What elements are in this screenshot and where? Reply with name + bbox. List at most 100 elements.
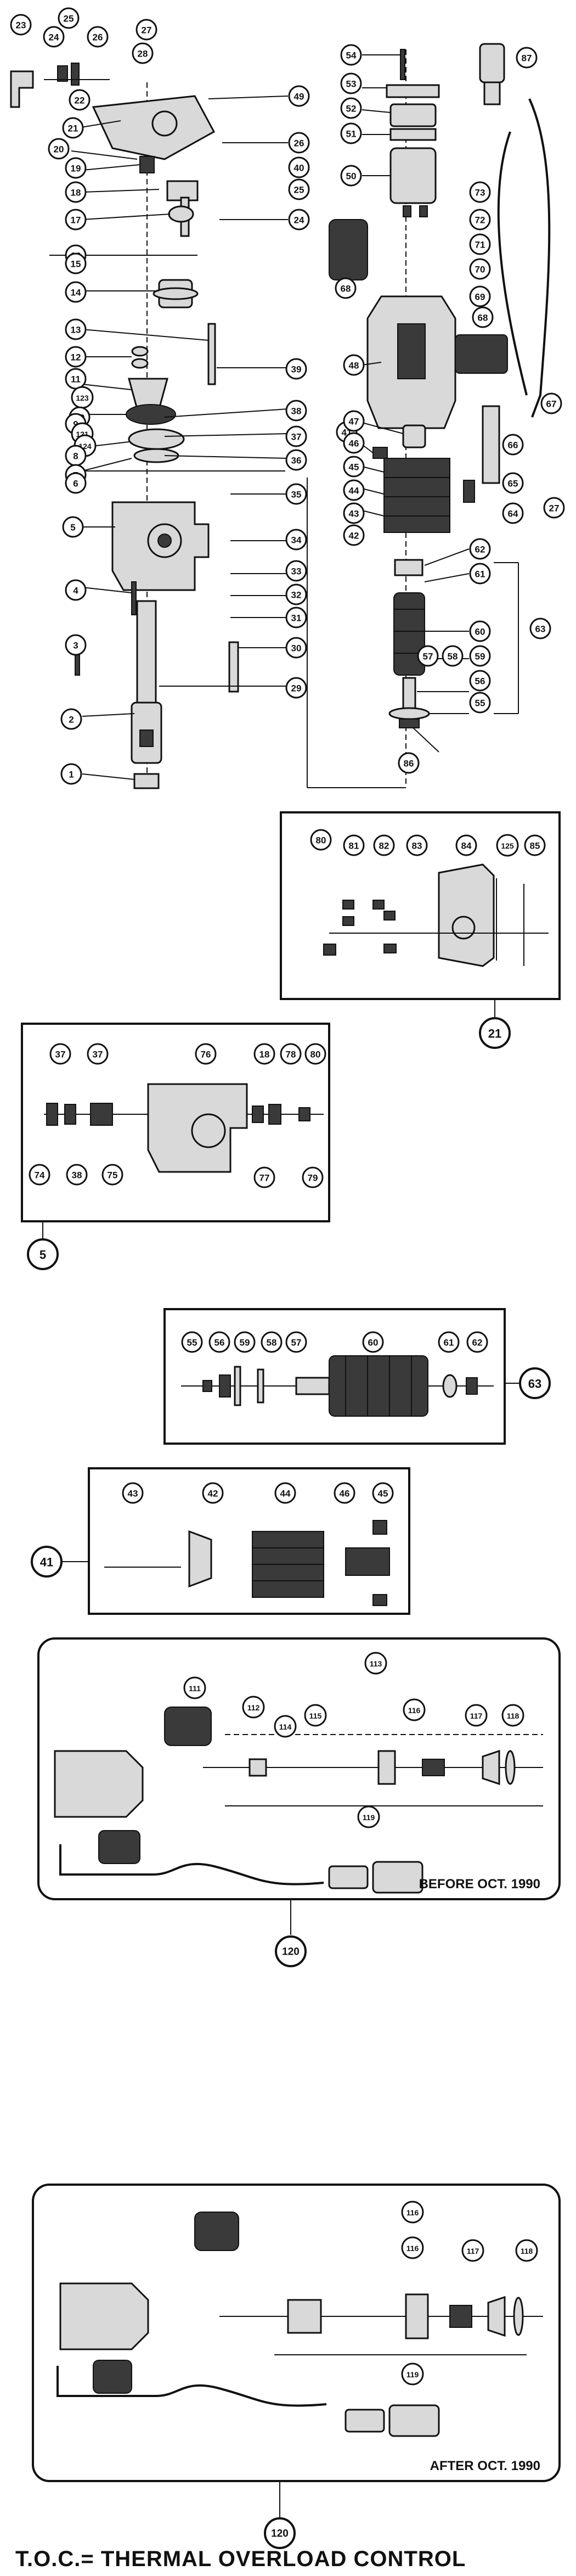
main-assembly-callout-13: 13 [65, 318, 87, 340]
detail-120-before-callout-118: 118 [501, 1704, 524, 1727]
main-assembly-callout-label: 14 [71, 288, 81, 298]
main-assembly-callout-label: 17 [71, 215, 81, 226]
detail-63-callout-55: 55 [181, 1331, 203, 1353]
detail-120-after-callout-117: 117 [461, 2239, 484, 2262]
detail-120-before-callout-label: 115 [309, 1711, 322, 1720]
main-assembly-callout-label: 43 [349, 509, 359, 519]
main-assembly-callout-20: 20 [48, 138, 70, 160]
detail-63-callout-label: 58 [267, 1338, 277, 1348]
main-assembly-callout-label: 68 [478, 313, 488, 323]
main-assembly-callout-label: 67 [546, 399, 557, 409]
main-assembly-callout-label: 18 [71, 188, 81, 198]
main-assembly-callout-38: 38 [285, 400, 307, 422]
main-assembly-callout-label: 71 [475, 240, 485, 250]
main-assembly-callout-1: 1 [60, 763, 82, 785]
detail-21-callout-84: 84 [455, 834, 477, 856]
detail-21-callout-83: 83 [406, 834, 428, 856]
main-assembly-callout-label: 23 [16, 20, 26, 31]
leader-lines [71, 54, 470, 788]
main-assembly-callout-40: 40 [288, 156, 310, 178]
detail-21-callout-82: 82 [373, 834, 395, 856]
detail-5-callout-label: 78 [286, 1050, 296, 1060]
detail-5-callout-74: 74 [29, 1164, 50, 1186]
detail-41-callout-label: 45 [378, 1489, 388, 1499]
detail-41-callout-label: 42 [208, 1489, 218, 1499]
main-assembly-callout-label: 42 [349, 531, 359, 541]
detail-120-before-callout-114: 114 [274, 1715, 297, 1738]
main-assembly-callout-label: 55 [475, 698, 485, 709]
detail-120-after-callout-116: 116 [401, 2236, 424, 2259]
main-assembly-callout-label: 4 [73, 586, 78, 596]
reference-callout-label: 21 [488, 1027, 501, 1041]
detail-5-callout-label: 80 [310, 1050, 321, 1060]
detail-21-callout-125: 125 [496, 834, 519, 857]
detail-63-callout-58: 58 [261, 1331, 283, 1353]
main-assembly-callout-55: 55 [469, 692, 491, 714]
detail-120-before-callout-label: 117 [470, 1711, 483, 1720]
main-assembly-callout-label: 27 [142, 25, 152, 36]
main-assembly-callout-61: 61 [469, 563, 491, 585]
detail-41-callout-46: 46 [334, 1482, 355, 1504]
detail-120-before-callout-label: 113 [370, 1659, 382, 1668]
main-assembly-callout-33: 33 [285, 560, 307, 582]
main-assembly-callout-65: 65 [502, 472, 524, 494]
detail-5-callout-18: 18 [253, 1043, 275, 1065]
main-assembly-callout-58: 58 [442, 645, 464, 667]
main-assembly-callout-label: 62 [475, 545, 485, 555]
main-assembly-callout-label: 33 [291, 566, 302, 577]
main-assembly-callout-6: 6 [65, 472, 87, 494]
detail-63-callout-label: 57 [291, 1338, 302, 1348]
main-assembly-callout-44: 44 [343, 479, 365, 501]
detail-5-callout-label: 37 [55, 1050, 66, 1060]
main-assembly-callout-24: 24 [43, 26, 65, 48]
detail-41-callout-44: 44 [274, 1482, 296, 1504]
main-assembly-callout-label: 60 [475, 627, 485, 637]
main-assembly-callout-30: 30 [285, 637, 307, 659]
reference-callout-label: 63 [528, 1377, 541, 1391]
main-assembly-callout-label: 86 [404, 759, 414, 769]
main-assembly-callout-label: 47 [349, 417, 359, 427]
main-assembly-callout-label: 15 [71, 259, 81, 270]
main-assembly-callout-4: 4 [65, 579, 87, 601]
detail-63-callout-60: 60 [362, 1331, 384, 1353]
detail-5-callout-label: 77 [259, 1173, 270, 1183]
detail-120-before-callout-115: 115 [304, 1704, 327, 1727]
main-assembly-callout-54: 54 [340, 44, 362, 66]
main-assembly-callout-label: 59 [475, 652, 485, 662]
main-assembly-callout-26: 26 [288, 132, 310, 154]
main-assembly-callout-label: 48 [349, 361, 359, 371]
detail-5-callout-label: 75 [108, 1170, 118, 1181]
detail-63-callout-56: 56 [208, 1331, 230, 1353]
detail-5-callout-label: 76 [201, 1050, 211, 1060]
main-assembly-callout-label: 50 [346, 171, 357, 182]
main-assembly-callout-123: 123 [71, 386, 94, 409]
detail-5-callout-75: 75 [101, 1164, 123, 1186]
detail-21-callout-label: 81 [349, 841, 359, 851]
reference-callout-21: 21 [479, 1017, 511, 1049]
reference-callout-label: 5 [39, 1248, 46, 1262]
detail-120-before-drawing [37, 1637, 561, 1935]
main-assembly-callout-label: 31 [291, 613, 302, 624]
detail-63-callout-label: 61 [444, 1338, 454, 1348]
main-assembly-callout-31: 31 [285, 607, 307, 628]
main-assembly-callout-68: 68 [472, 306, 494, 328]
main-assembly-callout-42: 42 [343, 524, 365, 546]
caption-after: AFTER OCT. 1990 [430, 2459, 540, 2473]
main-assembly-callout-label: 36 [291, 456, 302, 466]
main-assembly-callout-label: 54 [346, 50, 357, 61]
main-assembly-callout-24: 24 [288, 209, 310, 231]
detail-120-before-callout-label: 111 [189, 1684, 201, 1693]
main-assembly-callout-52: 52 [340, 97, 362, 119]
detail-120-before-callout-113: 113 [364, 1652, 387, 1675]
detail-21-callout-81: 81 [343, 834, 365, 856]
main-assembly-callout-label: 57 [423, 652, 433, 662]
main-assembly-callout-63: 63 [529, 618, 551, 639]
main-assembly-callout-37: 37 [285, 425, 307, 447]
detail-120-before-callout-label: 119 [363, 1813, 375, 1822]
detail-120-after-drawing [32, 2184, 561, 2519]
main-assembly-callout-label: 2 [69, 715, 74, 725]
main-assembly-callout-15: 15 [65, 252, 87, 274]
detail-5-callout-37: 37 [49, 1043, 71, 1065]
reference-callout-120: 120 [275, 1935, 307, 1967]
main-assembly-callout-18: 18 [65, 181, 87, 203]
